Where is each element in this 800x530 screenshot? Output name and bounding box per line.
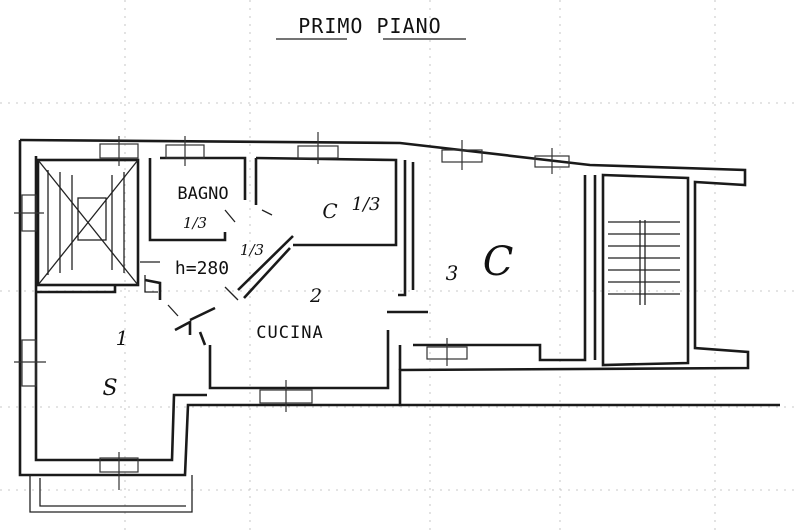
room-labels: BAGNO 1/3 C 1/3 h=280 1/3 2 CUCINA 3 C 1… <box>102 184 513 401</box>
stair-left <box>36 158 140 287</box>
camera-c-letter: C <box>322 199 337 223</box>
door-marks <box>140 209 273 317</box>
room-1-number: 1 <box>116 326 129 350</box>
room-3-number: 3 <box>446 261 459 285</box>
room-1-letter: S <box>102 376 117 401</box>
ceiling-height-note: h=280 <box>175 258 229 279</box>
corridor-fraction: 1/3 <box>240 241 264 259</box>
outer-walls <box>18 138 780 513</box>
room-3-letter: C <box>483 239 514 285</box>
room-2-number: 2 <box>309 285 322 307</box>
plan-title-text: PRIMO PIANO <box>298 14 441 38</box>
bagno-fraction: 1/3 <box>183 214 207 232</box>
windows <box>14 132 570 490</box>
cucina-label: CUCINA <box>256 323 323 343</box>
bagno-label: BAGNO <box>177 184 228 204</box>
camera-c-fraction: 1/3 <box>352 194 381 215</box>
plan-title: PRIMO PIANO <box>276 14 466 40</box>
stair-right <box>608 220 680 305</box>
inner-walls <box>36 156 597 390</box>
